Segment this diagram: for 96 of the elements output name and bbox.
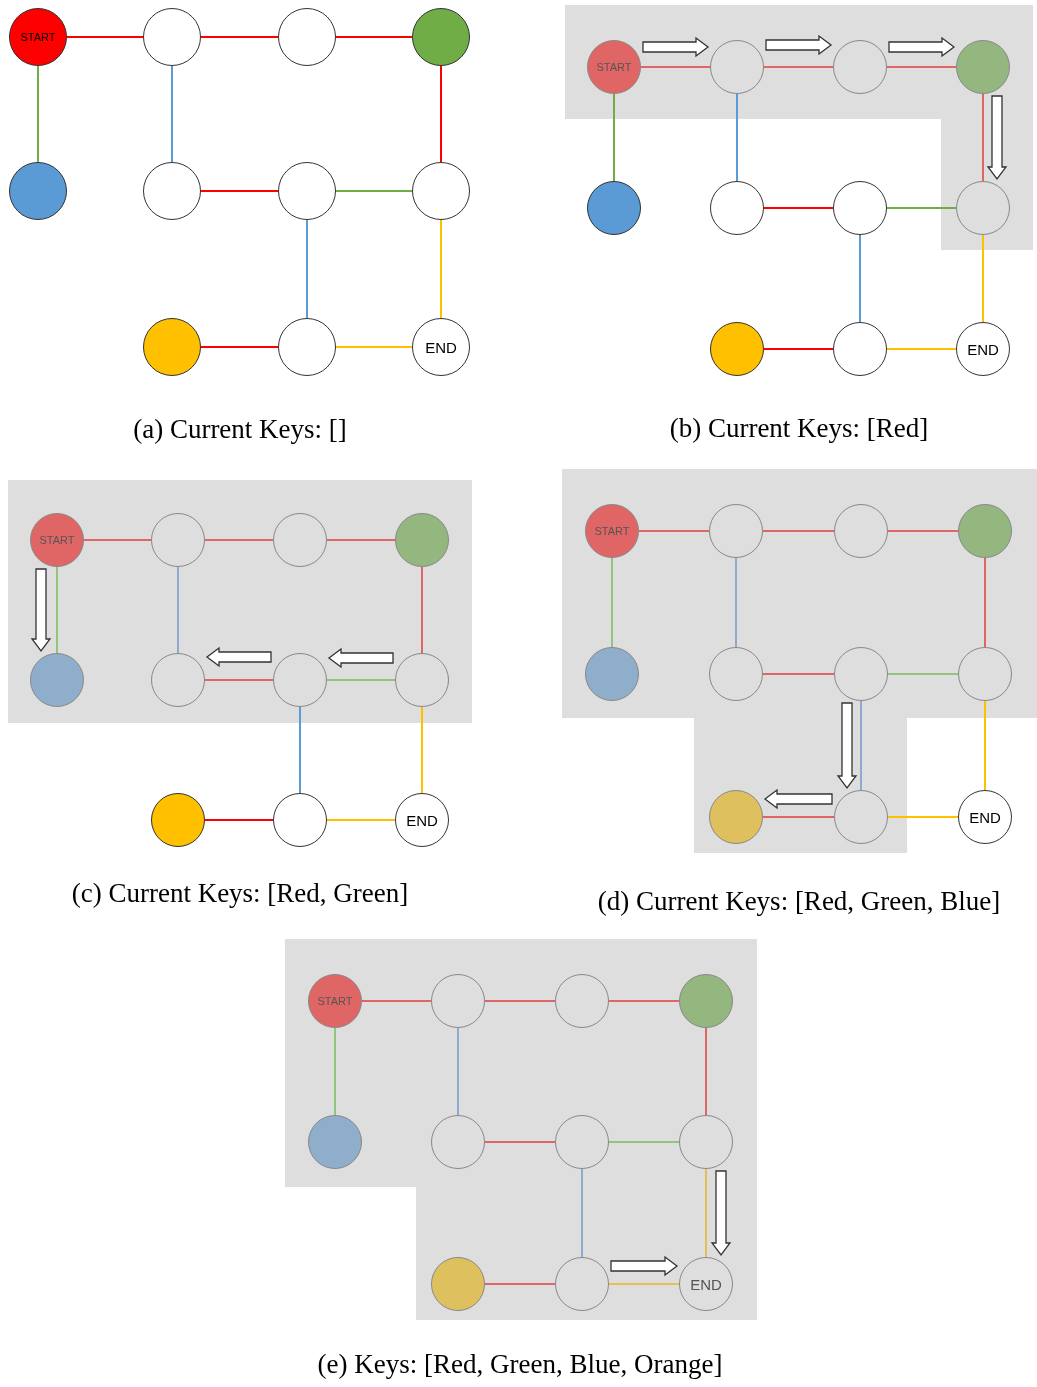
connector-line	[299, 706, 301, 794]
node-label: START	[39, 534, 75, 546]
connector-line	[762, 816, 835, 818]
node-label: END	[690, 1276, 722, 1292]
connector-line	[581, 1168, 583, 1258]
connector-line	[608, 1283, 680, 1285]
connector-line	[484, 1283, 556, 1285]
connector-line	[887, 530, 959, 532]
connector-line	[326, 819, 396, 821]
connector-line	[326, 679, 396, 681]
graph-node	[395, 793, 449, 847]
block-arrow	[327, 647, 394, 669]
connector-line	[860, 700, 862, 791]
connector-line	[887, 673, 959, 675]
node-label: END	[425, 339, 457, 355]
connector-line	[326, 539, 396, 541]
connector-line	[335, 36, 413, 38]
connector-line	[200, 190, 279, 192]
connector-line	[177, 566, 179, 654]
block-arrow	[765, 34, 833, 56]
connector-line	[204, 819, 274, 821]
connector-line	[306, 219, 308, 319]
block-arrow	[986, 95, 1008, 181]
block-arrow	[30, 568, 52, 653]
node-label: START	[20, 31, 56, 43]
block-arrow	[610, 1255, 679, 1277]
block-arrow	[836, 702, 858, 790]
panel-caption: (d) Current Keys: [Red, Green, Blue]	[597, 887, 1001, 917]
graph-node	[710, 181, 764, 235]
graph-node	[710, 322, 764, 376]
graph-node	[151, 793, 205, 847]
connector-line	[638, 530, 710, 532]
connector-line	[204, 679, 274, 681]
connector-line	[171, 65, 173, 163]
connector-line	[982, 234, 984, 323]
graph-node	[833, 322, 887, 376]
connector-line	[886, 348, 957, 350]
connector-line	[613, 93, 615, 182]
connector-line	[334, 1027, 336, 1116]
connector-line	[440, 65, 442, 163]
connector-line	[421, 566, 423, 654]
connector-line	[66, 36, 144, 38]
panel-caption: (e) Keys: [Red, Green, Blue, Orange]	[317, 1350, 723, 1380]
connector-line	[982, 93, 984, 182]
connector-line	[200, 36, 279, 38]
graph-node	[958, 790, 1012, 844]
connector-line	[705, 1027, 707, 1116]
connector-line	[859, 234, 861, 323]
connector-line	[984, 557, 986, 648]
connector-line	[484, 1000, 556, 1002]
graph-node	[833, 181, 887, 235]
connector-line	[886, 66, 957, 68]
connector-line	[608, 1000, 680, 1002]
block-arrow	[710, 1170, 732, 1257]
graph-node	[587, 181, 641, 235]
block-arrow	[888, 36, 956, 58]
graph-node	[273, 793, 327, 847]
panel-caption: (b) Current Keys: [Red]	[669, 414, 929, 444]
connector-line	[608, 1141, 680, 1143]
connector-line	[421, 706, 423, 794]
connector-line	[763, 207, 834, 209]
node-label: END	[969, 809, 1001, 825]
connector-line	[457, 1027, 459, 1116]
connector-line	[762, 530, 835, 532]
connector-line	[640, 66, 711, 68]
connector-line	[611, 557, 613, 648]
node-label: END	[967, 341, 999, 357]
connector-line	[735, 557, 737, 648]
block-arrow	[642, 36, 710, 58]
connector-line	[335, 190, 413, 192]
node-label: START	[594, 525, 630, 537]
connector-line	[484, 1141, 556, 1143]
connector-line	[200, 346, 279, 348]
node-label: END	[406, 812, 438, 828]
panel-caption: (c) Current Keys: [Red, Green]	[71, 879, 409, 909]
connector-line	[763, 348, 834, 350]
connector-line	[762, 673, 835, 675]
connector-line	[37, 65, 39, 163]
connector-line	[56, 566, 58, 654]
connector-line	[361, 1000, 432, 1002]
connector-line	[335, 346, 413, 348]
connector-line	[736, 93, 738, 182]
connector-line	[886, 207, 957, 209]
panel-caption: (a) Current Keys: []	[133, 415, 347, 445]
graph-node	[956, 322, 1010, 376]
connector-line	[763, 66, 834, 68]
connector-line	[83, 539, 152, 541]
connector-line	[984, 700, 986, 791]
block-arrow	[205, 646, 272, 668]
connector-line	[887, 816, 959, 818]
connector-line	[440, 219, 442, 319]
connector-line	[204, 539, 274, 541]
connector-line	[705, 1168, 707, 1258]
node-label: START	[317, 995, 353, 1007]
block-arrow	[763, 788, 833, 810]
node-label: START	[596, 61, 632, 73]
